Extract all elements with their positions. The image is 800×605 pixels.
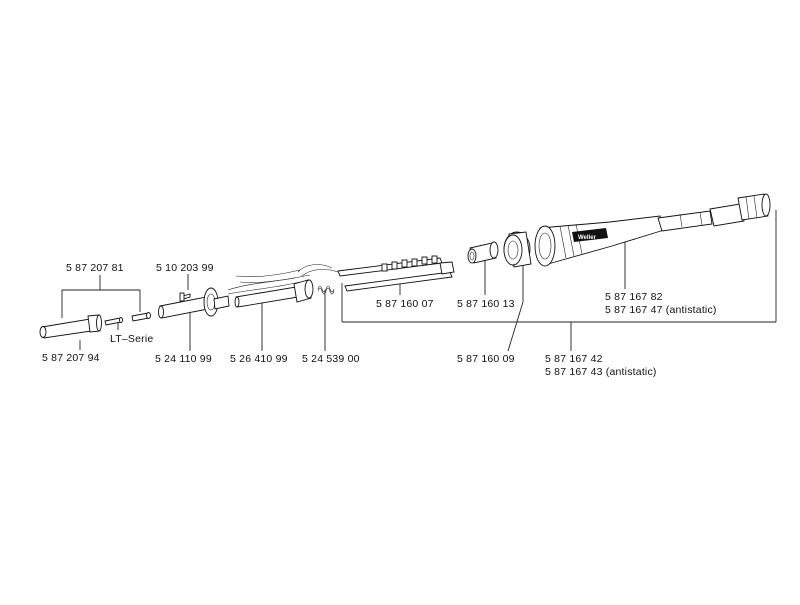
label-tip: 5 87 207 94 [42,352,100,364]
label-handle-assembly-antistatic: 5 87 167 43 (antistatic) [545,366,657,378]
label-lt-series: LT–Serie [110,333,154,345]
brand-text: Weller [578,235,597,241]
contact-strip-part [337,255,455,292]
handle-part: Weller [534,215,665,267]
brand-label [572,228,608,242]
label-handle-cable-antistatic: 5 87 167 47 (antistatic) [605,304,717,316]
label-screw: 5 10 203 99 [156,262,214,274]
label-nut: 5 87 160 09 [457,353,515,365]
label-contact-strip: 5 87 160 07 [376,298,434,310]
contact-clips [381,255,455,275]
screw-part [179,292,191,302]
lt-series-pins [104,312,151,326]
label-handle-cable: 5 87 167 82 [605,291,663,303]
label-flange-sleeve: 5 24 110 99 [155,353,212,365]
label-sleeve-insert: 5 87 160 13 [457,298,515,310]
sleeve-insert-part [467,241,499,264]
spring-part [317,285,335,295]
label-handle-assembly: 5 87 167 42 [545,353,603,365]
soldering-tip-part [39,314,102,339]
nut-part [503,231,532,268]
label-heating-element: 5 26 410 99 [230,353,288,365]
flange-sleeve-part [158,287,230,319]
label-tip-set: 5 87 207 81 [66,262,124,274]
heater-wires [227,269,311,295]
label-spring: 5 24 539 00 [302,353,360,365]
heating-element-part [234,264,339,308]
cable-part [657,193,771,232]
